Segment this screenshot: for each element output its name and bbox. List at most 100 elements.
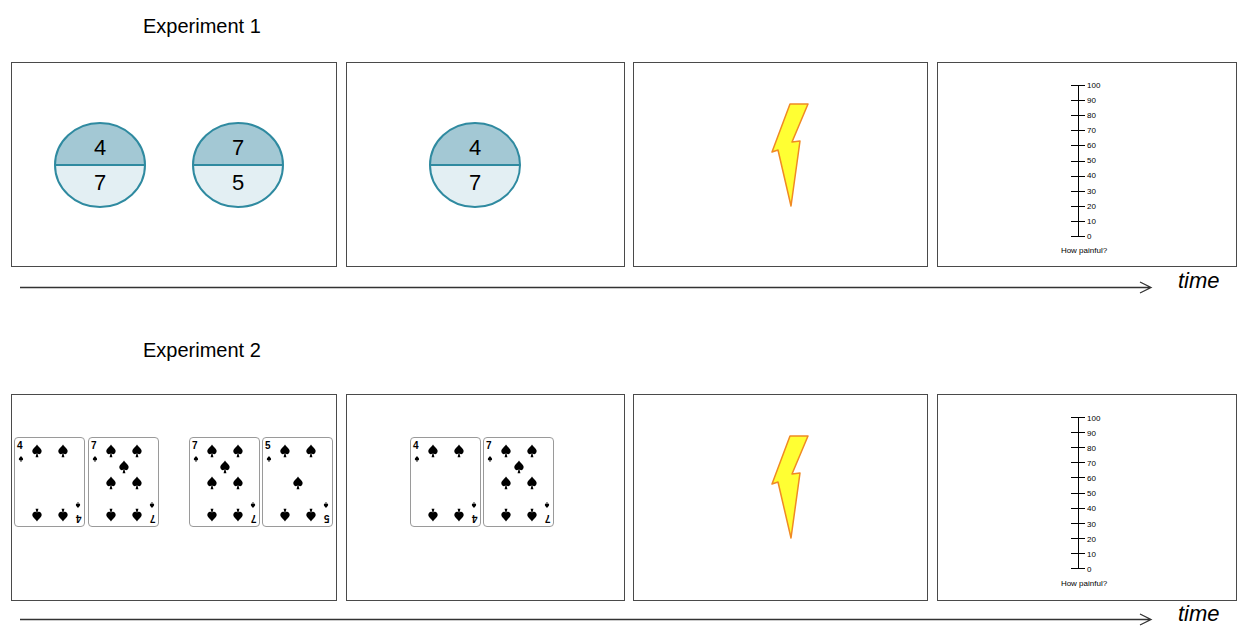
- corner-spade: [488, 456, 492, 462]
- scale-number-holder: 70: [1087, 127, 1096, 135]
- scale-number-holder: 50: [1087, 157, 1096, 165]
- spade-pip: [454, 445, 463, 458]
- spade-pip: [132, 445, 141, 458]
- spade-pip: [106, 477, 115, 490]
- card-rank: 5: [265, 440, 271, 451]
- panel-frame: [634, 63, 928, 267]
- card-rank: 4: [76, 513, 82, 524]
- card-rank: 7: [486, 440, 492, 451]
- scale-number: 90: [1087, 96, 1096, 105]
- scale-caption-holder: How painful?: [1061, 247, 1107, 255]
- spade-pip: [501, 477, 510, 490]
- playing-card: 44: [410, 437, 481, 527]
- scale-number: 70: [1087, 459, 1096, 468]
- spade-pip: [280, 509, 289, 522]
- corner-spade: [251, 502, 255, 508]
- scale-number: 10: [1087, 550, 1096, 559]
- scale-caption: How painful?: [1061, 579, 1107, 588]
- corner-spade: [415, 456, 419, 462]
- scale-number-holder: 30: [1087, 188, 1096, 196]
- spade-pip: [207, 477, 216, 490]
- shock-bolt: [772, 436, 808, 538]
- scale-ticks: [1071, 86, 1085, 237]
- panel-frame: [938, 395, 1237, 601]
- scale-number-holder: 0: [1087, 233, 1091, 241]
- corner-spade: [93, 456, 97, 462]
- spade-pip: [233, 477, 242, 490]
- scale-number-holder: 100: [1087, 415, 1100, 423]
- corner-spade: [545, 502, 549, 508]
- spade-pip: [501, 445, 510, 458]
- spade-pip: [132, 509, 141, 522]
- scale-number: 80: [1087, 444, 1096, 453]
- card-pips: [263, 438, 332, 526]
- panel-frame: [12, 63, 337, 267]
- disc-bottom-half: [55, 165, 145, 207]
- spade-pip: [233, 509, 242, 522]
- scale-number-holder: 0: [1087, 566, 1091, 574]
- spade-pip: [527, 445, 536, 458]
- spade-pip: [428, 445, 437, 458]
- disc-number: 5: [232, 170, 244, 195]
- experiment-heading: Experiment 2: [143, 339, 261, 361]
- card-rank: 7: [150, 513, 156, 524]
- card-rank-holder: 7: [251, 513, 257, 523]
- card-pips: [411, 438, 480, 526]
- time-label: time: [1178, 268, 1220, 293]
- scale-number-holder: 50: [1087, 490, 1096, 498]
- spade-pip: [501, 509, 510, 522]
- disc-outline: [430, 123, 520, 207]
- disc-divider: [55, 164, 145, 166]
- corner-spade: [472, 502, 476, 508]
- card-rank: 7: [91, 440, 97, 451]
- disc-number: 4: [469, 135, 481, 160]
- scale-number-holder: 30: [1087, 521, 1096, 529]
- disc-number: 7: [94, 170, 106, 195]
- scale-number: 0: [1087, 232, 1091, 241]
- shock-bolt: [772, 104, 808, 206]
- spade-pip: [527, 477, 536, 490]
- card-rank: 7: [545, 513, 551, 524]
- scale-number: 90: [1087, 429, 1096, 438]
- playing-card: 77: [483, 437, 554, 527]
- scale-number: 20: [1087, 202, 1096, 211]
- spade-pip: [306, 445, 315, 458]
- corner-spade: [150, 502, 154, 508]
- spade-pip: [132, 477, 141, 490]
- scale-number-holder: 80: [1087, 445, 1096, 453]
- spade-pip: [207, 509, 216, 522]
- card-rank-holder: 7: [486, 441, 492, 451]
- scale-number-holder: 90: [1087, 97, 1096, 105]
- card-rank-holder: 7: [545, 513, 551, 523]
- card-rank: 4: [472, 513, 478, 524]
- corner-spade: [76, 502, 80, 508]
- corner-spade: [324, 502, 328, 508]
- spade-pip: [106, 445, 115, 458]
- corner-spade: [194, 456, 198, 462]
- number-disc: 47: [429, 122, 521, 208]
- scale-caption: How painful?: [1061, 246, 1107, 255]
- spade-pip: [306, 509, 315, 522]
- disc-number: 7: [469, 170, 481, 195]
- scale-number-holder: 20: [1087, 536, 1096, 544]
- disc-number-holder: 7: [192, 135, 284, 161]
- disc-bottom-half: [430, 165, 520, 207]
- scale-number-holder: 40: [1087, 172, 1096, 180]
- scale-number: 10: [1087, 217, 1096, 226]
- spade-pip: [119, 461, 128, 474]
- experiment-heading-holder: Experiment 1: [143, 16, 261, 36]
- scale-ticks: [1071, 418, 1085, 569]
- spade-pip: [58, 445, 67, 458]
- time-arrow: [20, 614, 1151, 625]
- number-disc: 75: [192, 122, 284, 208]
- spade-pip: [514, 461, 523, 474]
- disc-top-half: [55, 123, 145, 165]
- experiment-heading-holder: Experiment 2: [143, 340, 261, 360]
- card-rank-holder: 5: [324, 513, 330, 523]
- time-label-holder: time: [1178, 603, 1220, 625]
- disc-number-holder: 4: [54, 135, 146, 161]
- scale-number-holder: 60: [1087, 475, 1096, 483]
- card-rank-holder: 7: [150, 513, 156, 523]
- card-rank-holder: 5: [265, 441, 271, 451]
